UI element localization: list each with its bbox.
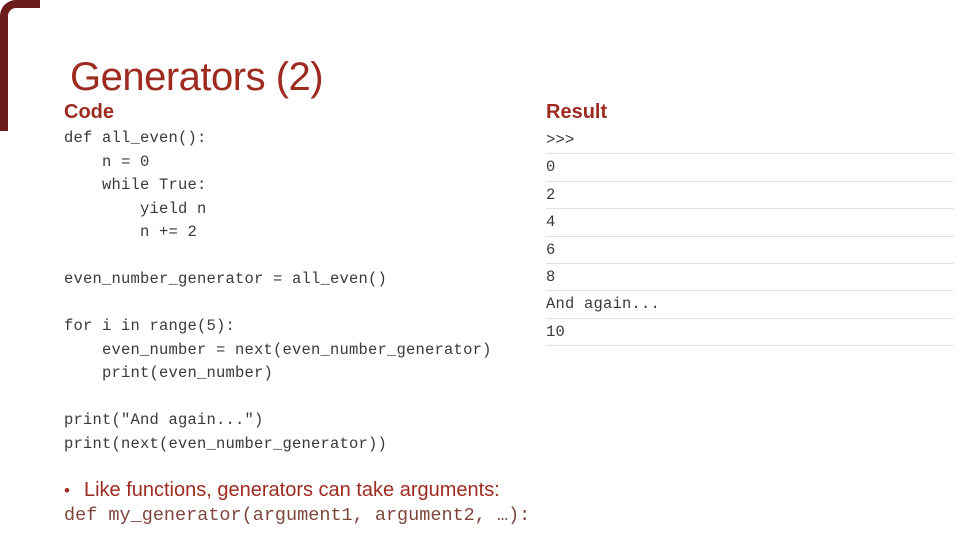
bullet-item: • Like functions, generators can take ar… (64, 478, 500, 502)
result-column-header: Result (546, 101, 608, 123)
code-line (64, 292, 492, 316)
code-line: for i in range(5): (64, 317, 236, 335)
code-line: even_number = next(even_number_generator… (64, 340, 492, 359)
code-line: while True: (64, 176, 207, 194)
bullet-text: Like functions, generators can take argu… (83, 479, 500, 501)
bullet-icon: • (64, 481, 70, 500)
result-row: 10 (546, 319, 954, 347)
result-row: >>> (546, 127, 954, 155)
code-column: def all_even(): n = 0 while True: yield … (64, 127, 492, 456)
code-line (64, 386, 492, 410)
code-line: print(even_number) (64, 364, 274, 382)
page-title: Generators (2) (70, 54, 324, 99)
result-row: 2 (546, 182, 954, 210)
code-column-header: Code (64, 101, 114, 123)
code-line (64, 245, 492, 269)
code-line: even_number_generator = all_even() (64, 270, 388, 288)
code-line: print("And again...") (64, 411, 264, 429)
footer-code-line: def my_generator(argument1, argument2, …… (64, 505, 531, 526)
result-row: 4 (546, 209, 954, 237)
code-line: def all_even(): (64, 129, 207, 147)
code-line: n += 2 (64, 223, 198, 241)
corner-border-decoration (0, 0, 40, 131)
result-column: >>> 0 2 4 6 8 And again... 10 (546, 127, 954, 347)
code-line: n = 0 (64, 152, 150, 171)
code-line: print(next(even_number_generator)) (64, 434, 388, 453)
result-row: And again... (546, 291, 954, 319)
code-line: yield n (64, 199, 207, 218)
result-row: 8 (546, 264, 954, 292)
result-row: 0 (546, 154, 954, 182)
result-row: 6 (546, 237, 954, 264)
